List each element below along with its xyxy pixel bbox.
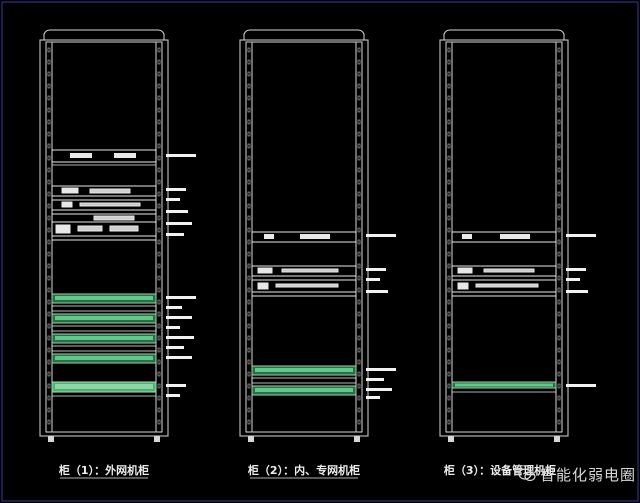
rack-3-caption: 柜（3）：设备管理机柜 xyxy=(443,463,556,477)
rack-3-switch xyxy=(451,231,557,243)
rack-2-switch xyxy=(251,231,357,243)
rack-1-rail-holes xyxy=(47,47,161,425)
rack-3-thin-panel xyxy=(451,381,557,393)
rack-2-patch-panels xyxy=(251,365,357,396)
rack-1-servers xyxy=(51,185,157,241)
rack-1-frame xyxy=(39,29,169,437)
rack-2-servers xyxy=(251,265,357,297)
rack-3-frame xyxy=(439,29,569,437)
watermark: 智能化弱电圈 xyxy=(518,464,636,485)
rack-3-callouts xyxy=(566,234,596,387)
rack-2-rail-holes xyxy=(247,47,361,425)
rack-2-callouts xyxy=(366,234,396,399)
watermark-text: 智能化弱电圈 xyxy=(540,466,637,484)
rack-1-switch xyxy=(51,149,157,166)
rack-2-caption: 柜（2）：内、专网机柜 xyxy=(247,463,360,477)
rack-1-caption: 柜（1）：外网机柜 xyxy=(58,463,149,477)
rack-2-feet xyxy=(248,436,360,442)
rack-1-patch-panels xyxy=(51,293,157,364)
rack-2: 柜（2）：内、专网机柜 xyxy=(239,29,396,479)
rack-1-feet xyxy=(48,436,160,442)
rack-3: 柜（3）：设备管理机柜 xyxy=(439,29,596,477)
rack-3-servers xyxy=(451,265,557,297)
rack-3-rail-holes xyxy=(447,47,561,425)
rack-1-callouts xyxy=(166,154,196,397)
rack-1: 柜（1）：外网机柜 xyxy=(39,29,196,479)
rack-1-green-panel xyxy=(51,381,157,397)
rack-3-feet xyxy=(448,436,560,442)
wechat-logo-icon xyxy=(518,467,536,481)
